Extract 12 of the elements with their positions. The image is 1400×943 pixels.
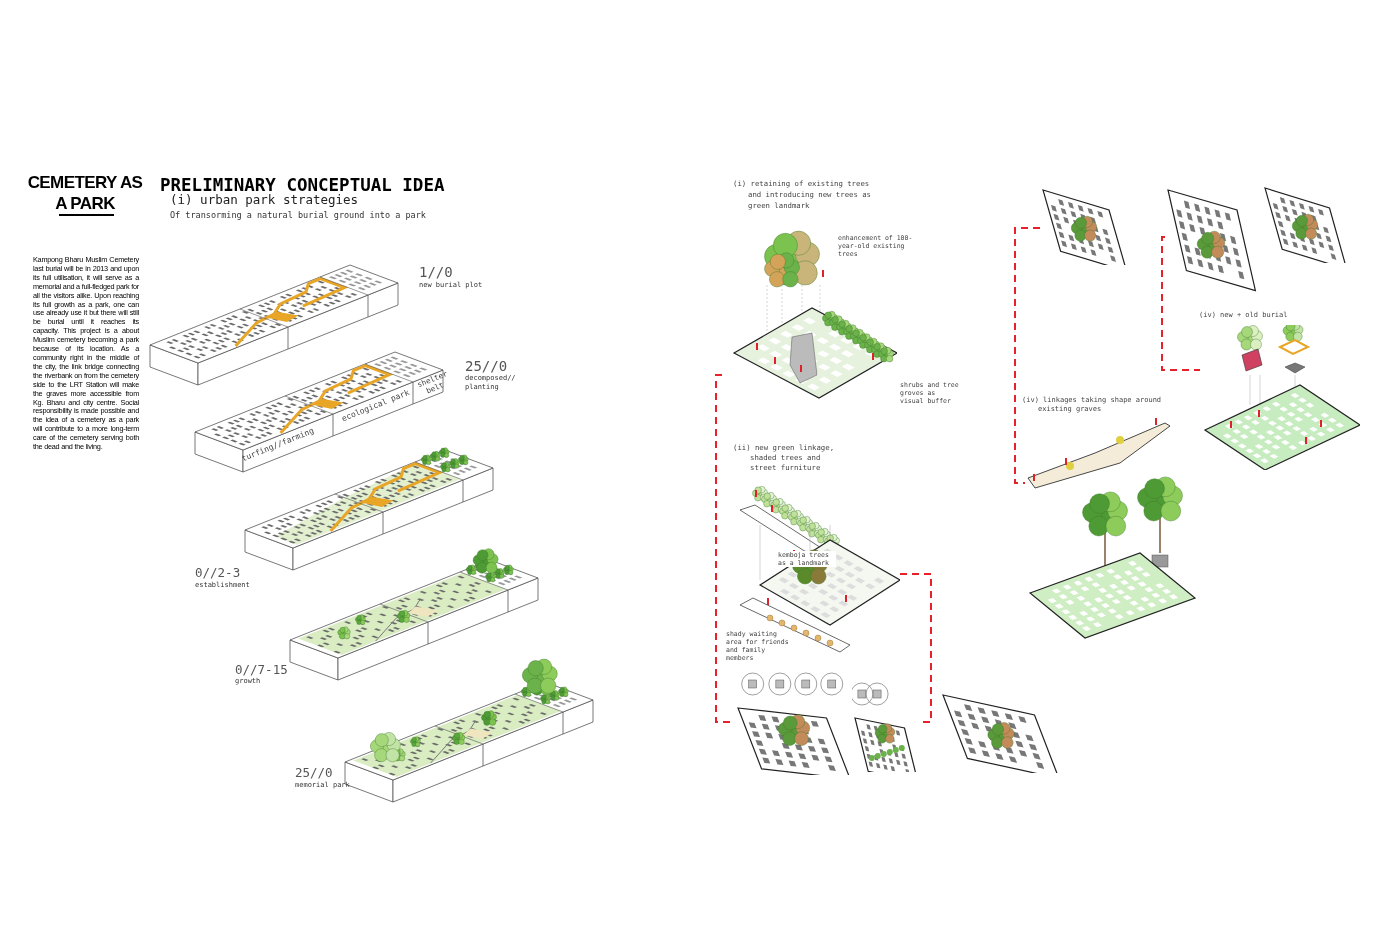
page-title: CEMETERY AS A PARK — [26, 172, 144, 214]
subtitle: Of transorming a natural burial ground into a park — [170, 209, 426, 222]
stage-number: 0//2-3 — [195, 564, 241, 581]
site-plan-drawing — [852, 680, 918, 772]
stage-number: 25//0 — [295, 764, 333, 781]
stage-number: 25//0 — [465, 357, 508, 375]
stage-number: 0//7-15 — [235, 661, 288, 678]
subheading: (i) urban park strategies — [170, 191, 359, 209]
dashed-connector — [1014, 227, 1041, 484]
dashed-connector — [1161, 236, 1201, 371]
stage-number: 1//0 — [419, 263, 453, 281]
dashed-connector — [899, 573, 932, 723]
